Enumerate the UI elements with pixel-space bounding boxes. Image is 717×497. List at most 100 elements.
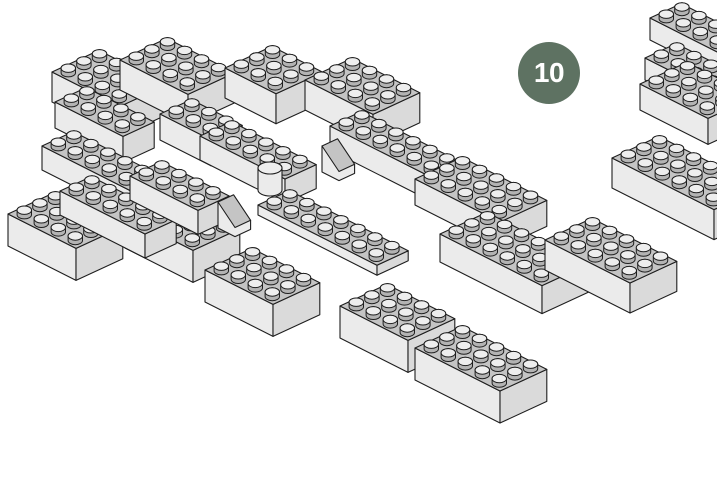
stud <box>194 55 208 68</box>
stud <box>243 145 257 158</box>
stud <box>331 81 345 94</box>
stud <box>659 10 673 23</box>
stud <box>169 106 183 119</box>
stud <box>250 53 264 66</box>
stud <box>245 248 259 261</box>
stud <box>202 107 216 120</box>
stud <box>86 192 100 205</box>
stud <box>267 61 281 74</box>
stud <box>162 53 176 66</box>
stud <box>334 216 348 229</box>
stud <box>372 119 386 132</box>
stud <box>362 66 376 79</box>
stud <box>268 77 282 90</box>
stud <box>683 93 697 106</box>
stud <box>365 98 379 111</box>
stud <box>406 137 420 150</box>
stud <box>706 193 717 206</box>
stud <box>621 251 635 264</box>
stud <box>390 144 404 157</box>
stud <box>330 65 344 78</box>
stud <box>666 85 680 98</box>
stud <box>95 81 109 94</box>
stud <box>51 138 65 151</box>
stud <box>139 168 153 181</box>
stud <box>352 240 366 253</box>
stud <box>554 232 568 245</box>
stud <box>234 60 248 73</box>
stud <box>301 214 315 227</box>
stud <box>458 188 472 201</box>
stud <box>680 62 694 75</box>
stud <box>348 89 362 102</box>
stud <box>267 197 281 210</box>
stud <box>497 220 511 233</box>
stud <box>669 144 683 157</box>
stud <box>137 217 151 230</box>
stud <box>710 36 717 49</box>
stud <box>431 309 445 322</box>
stud <box>94 65 108 78</box>
stud <box>700 102 714 115</box>
stud <box>653 252 667 265</box>
stud <box>516 245 530 258</box>
stud <box>351 224 365 237</box>
stud <box>441 349 455 362</box>
stud <box>355 111 369 124</box>
stud <box>173 185 187 198</box>
stud <box>373 135 387 148</box>
stud <box>709 20 717 33</box>
stud <box>654 151 668 164</box>
stud <box>605 258 619 271</box>
stud <box>705 177 717 190</box>
stud <box>211 63 225 76</box>
stud <box>672 176 686 189</box>
stud <box>349 298 363 311</box>
stud <box>385 241 399 254</box>
stud <box>186 115 200 128</box>
stud <box>492 374 506 387</box>
stud <box>80 87 94 100</box>
stud <box>265 46 279 59</box>
stud <box>466 235 480 248</box>
stud <box>347 73 361 86</box>
stud <box>523 360 537 373</box>
stud <box>61 64 75 77</box>
stud <box>282 54 296 67</box>
stud <box>248 279 262 292</box>
stud <box>68 232 82 245</box>
stud <box>472 165 486 178</box>
stud <box>482 227 496 240</box>
stud <box>214 262 228 275</box>
stud <box>688 169 702 182</box>
stud <box>146 61 160 74</box>
stud <box>284 70 298 83</box>
stud <box>588 249 602 262</box>
stud <box>101 148 115 161</box>
stud <box>483 243 497 256</box>
stud <box>103 200 117 213</box>
stud <box>77 57 91 70</box>
stud <box>242 129 256 142</box>
stud <box>247 263 261 276</box>
stud <box>499 236 513 249</box>
stud <box>276 147 290 160</box>
stud <box>369 249 383 262</box>
stud <box>455 157 469 170</box>
stud <box>389 128 403 141</box>
stud <box>449 226 463 239</box>
stud <box>500 252 514 265</box>
stud <box>284 206 298 219</box>
stud <box>383 315 397 328</box>
stud <box>474 181 488 194</box>
stud <box>102 184 116 197</box>
stud <box>317 207 331 220</box>
stud <box>619 235 633 248</box>
stud <box>293 155 307 168</box>
stud <box>131 113 145 126</box>
stud <box>231 271 245 284</box>
stud <box>69 183 83 196</box>
stud <box>209 128 223 141</box>
stud <box>587 233 601 246</box>
